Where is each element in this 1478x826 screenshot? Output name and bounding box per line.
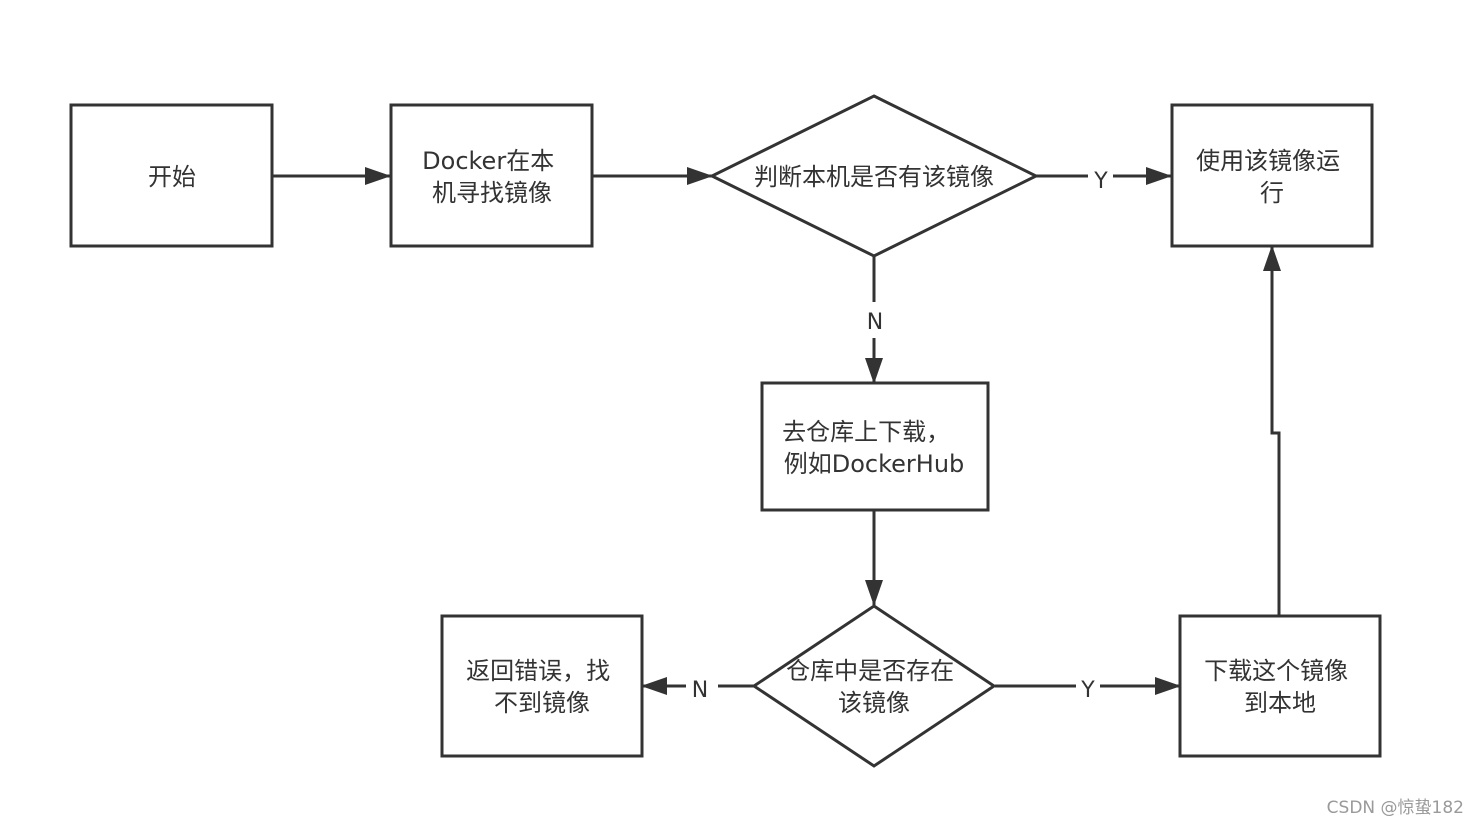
node-search-local-line-1: Docker在本 [422,147,554,175]
node-start-line-1: 开始 [148,163,196,191]
node-search-local-box [389,103,594,248]
watermark: CSDN @惊蛰182 [1326,798,1464,818]
node-return-error-line-1: 返回错误，找 [466,657,610,685]
edge-download-to-run [1263,245,1281,616]
edge-label-remote-yes: Y [1080,678,1095,703]
svg-text:下载这个镜像 到本地: 下载这个镜像 到本地 [1204,657,1356,717]
node-run-image-line-2: 行 [1260,179,1284,207]
edge-label-remote-no: N [692,678,708,703]
node-run-image-line-1: 使用该镜像运 [1196,147,1340,175]
node-pull-remote: 去仓库上下载， 例如DockerHub [760,381,990,512]
svg-text:返回错误，找 不到镜像: 返回错误，找 不到镜像 [466,657,618,717]
edge-label-local-no: N [867,310,883,335]
node-check-remote-line-2: 该镜像 [838,689,910,717]
svg-text:Docker在本 机寻找镜像: Docker在本 机寻找镜像 [422,147,562,207]
edges [272,167,1281,695]
node-check-local: 判断本机是否有该镜像 [708,94,1040,258]
node-search-local: Docker在本 机寻找镜像 [389,103,594,248]
node-check-local-diamond [708,94,1040,258]
node-download-local-box [1178,614,1382,758]
node-search-local-line-2: 机寻找镜像 [432,179,552,207]
node-pull-remote-line-1: 去仓库上下载， [782,418,950,446]
node-pull-remote-line-2: 例如DockerHub [784,450,965,478]
svg-text:判断本机是否有该镜像: 判断本机是否有该镜像 [754,163,994,191]
node-return-error: 返回错误，找 不到镜像 [440,614,644,758]
node-download-local: 下载这个镜像 到本地 [1178,614,1382,758]
node-check-remote-line-1: 仓库中是否存在 [786,657,954,685]
node-start: 开始 [69,103,274,248]
node-pull-remote-box [760,381,990,512]
svg-text:使用该镜像运 行: 使用该镜像运 行 [1196,147,1348,207]
node-return-error-line-2: 不到镜像 [494,689,590,717]
edge-labels: Y N N Y [692,169,1109,703]
node-run-image: 使用该镜像运 行 [1170,103,1374,248]
node-start-box [69,103,274,248]
node-check-remote: 仓库中是否存在 该镜像 [751,604,997,768]
node-download-local-line-1: 下载这个镜像 [1204,657,1348,685]
svg-text:开始: 开始 [148,163,196,191]
node-run-image-box [1170,103,1374,248]
edge-label-local-yes: Y [1093,169,1108,194]
svg-text:仓库中是否存在 该镜像: 仓库中是否存在 该镜像 [786,657,962,717]
node-download-local-line-2: 到本地 [1244,689,1316,717]
node-check-remote-diamond [751,604,997,768]
svg-text:去仓库上下载， 例如DockerHub: 去仓库上下载， 例如DockerHub [782,418,964,478]
node-return-error-box [440,614,644,758]
node-check-local-line-1: 判断本机是否有该镜像 [754,163,994,191]
